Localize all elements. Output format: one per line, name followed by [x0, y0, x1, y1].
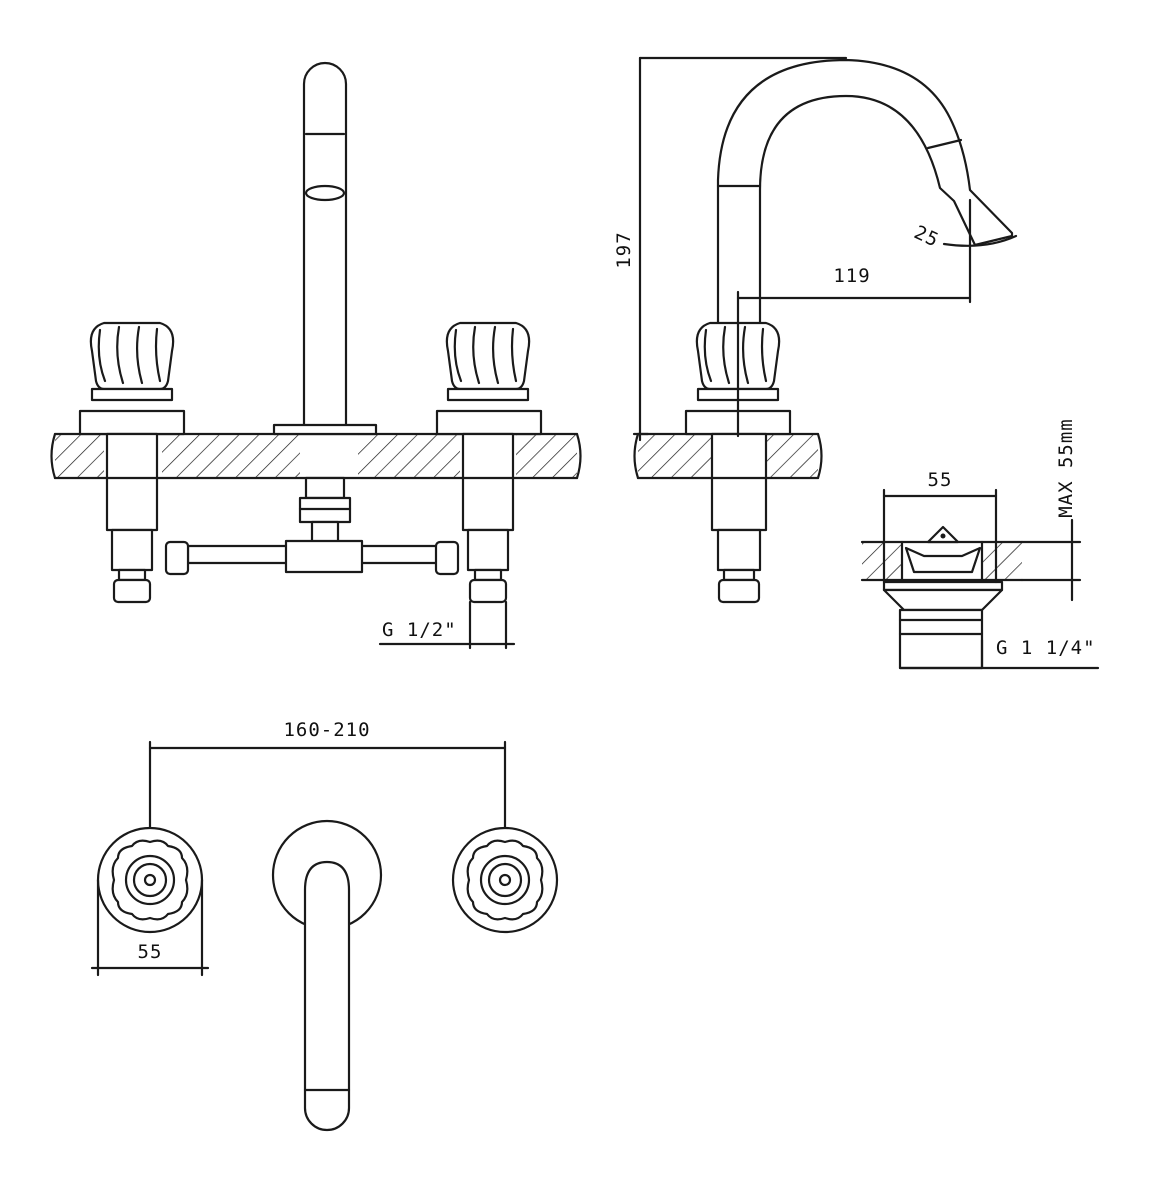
plan-view: 160-210 55	[90, 719, 559, 1132]
swivel-angle-label: 25	[911, 221, 943, 251]
left-handle-plan	[96, 826, 204, 934]
rosette-width-dimension: 55	[90, 878, 210, 977]
valve-side	[684, 321, 792, 604]
supply-thread-dimension: G 1/2"	[378, 600, 516, 650]
waste-width-label: 55	[928, 469, 953, 491]
tap-centres-label: 160-210	[283, 719, 370, 741]
waste-detail	[860, 525, 1024, 670]
spout-reach-label: 119	[833, 265, 870, 287]
max-thickness-dimension: MAX 55mm	[1020, 418, 1082, 602]
side-elevation-view: 197 119 25	[613, 56, 1100, 670]
connection-bar	[164, 539, 460, 576]
max-thickness-label: MAX 55mm	[1055, 418, 1077, 518]
rosette-width-label: 55	[138, 941, 163, 963]
spout-height-dimension: 197	[613, 56, 848, 442]
right-valve-front	[435, 321, 543, 604]
spout-plan	[271, 819, 383, 1132]
waste-width-dimension: 55	[882, 469, 998, 584]
supply-thread-label: G 1/2"	[382, 619, 457, 641]
spout-side	[716, 58, 1014, 330]
right-handle-plan	[451, 826, 559, 934]
spout-front	[272, 61, 378, 546]
waste-thread-dimension: G 1 1/4"	[898, 637, 1100, 670]
spout-height-label: 197	[613, 231, 635, 268]
spout-reach-dimension: 119	[736, 198, 972, 438]
waste-thread-label: G 1 1/4"	[996, 637, 1096, 659]
front-elevation-view: G 1/2"	[50, 61, 582, 650]
left-valve-front	[78, 321, 186, 604]
